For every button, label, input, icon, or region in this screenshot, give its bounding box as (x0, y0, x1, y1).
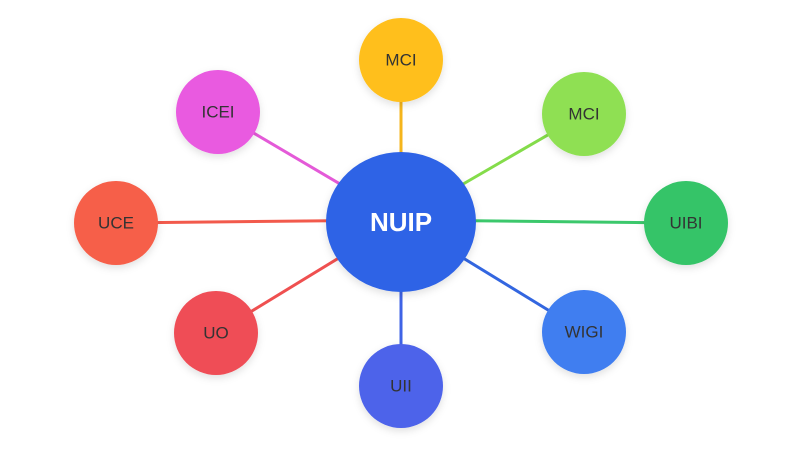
node-left-label: UCE (98, 214, 134, 233)
node-top-left-circle (176, 70, 260, 154)
hub-node[interactable]: NUIP (326, 152, 476, 292)
node-bottom-label: UII (390, 377, 412, 396)
node-bottom-left-circle (174, 291, 258, 375)
node-right[interactable]: UIBI (644, 181, 728, 265)
node-bottom-circle (359, 344, 443, 428)
node-left-circle (74, 181, 158, 265)
node-left[interactable]: UCE (74, 181, 158, 265)
node-bottom-right[interactable]: WIGI (542, 290, 626, 374)
node-right-label: UIBI (669, 214, 702, 233)
node-bottom[interactable]: UII (359, 344, 443, 428)
node-top-right-label: MCI (568, 105, 599, 124)
node-right-circle (644, 181, 728, 265)
hub-label: NUIP (370, 207, 432, 237)
node-top-label: MCI (385, 51, 416, 70)
node-bottom-right-circle (542, 290, 626, 374)
node-top-left[interactable]: ICEI (176, 70, 260, 154)
node-bottom-left-label: UO (203, 324, 229, 343)
node-top-right[interactable]: MCI (542, 72, 626, 156)
node-top[interactable]: MCI (359, 18, 443, 102)
node-bottom-right-label: WIGI (565, 323, 604, 342)
node-top-left-label: ICEI (201, 103, 234, 122)
node-top-right-circle (542, 72, 626, 156)
hub-circle (326, 152, 476, 292)
node-bottom-left[interactable]: UO (174, 291, 258, 375)
node-top-circle (359, 18, 443, 102)
